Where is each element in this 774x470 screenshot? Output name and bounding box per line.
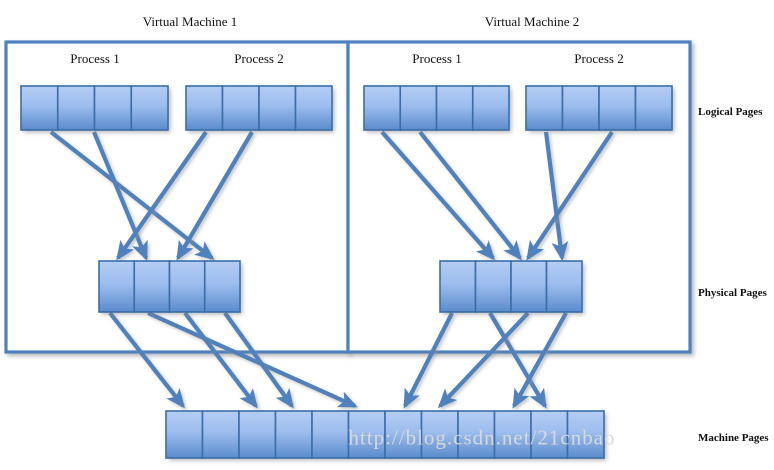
vm2-p2-logical-pages-cell-1[interactable] (525, 85, 564, 131)
vm2-physical-pages (439, 260, 583, 313)
vm1-physical-pages (98, 260, 241, 313)
logical-to-physical-arrows (49, 130, 614, 262)
machine-pages-cell-9[interactable] (457, 410, 496, 459)
vm2-p2-logical-pages (525, 85, 673, 131)
vm1-physical-pages-cell-2[interactable] (133, 260, 171, 313)
vm2-p1-logical-pages (363, 85, 510, 131)
side-label-machine-pages: Machine Pages (698, 432, 769, 444)
vm1-p1-logical-pages (20, 85, 169, 131)
mapping-arrow-physical-machine-8 (512, 311, 568, 409)
vm1-p1-logical-pages-cell-1[interactable] (20, 85, 59, 131)
vm2-p1-logical-pages-cell-2[interactable] (399, 85, 438, 131)
mapping-arrow-physical-machine-5 (403, 312, 454, 409)
process-title-1: Process 1 (70, 51, 120, 66)
vm2-p2-logical-pages-cell-4[interactable] (634, 85, 673, 131)
mapping-arrow-logical-physical-6 (418, 130, 522, 261)
vm1-p1-logical-pages-cell-4[interactable] (130, 85, 169, 131)
vm1-p2-logical-pages (185, 85, 333, 131)
process-title-2: Process 2 (234, 51, 284, 66)
process-title-4: Process 2 (574, 51, 624, 66)
vm2-physical-pages-cell-1[interactable] (439, 260, 477, 313)
mapping-arrow-physical-machine-6 (488, 311, 547, 409)
vm1-p2-logical-pages-cell-1[interactable] (185, 85, 224, 131)
side-label-physical-pages: Physical Pages (698, 287, 767, 299)
vm-title-1: Virtual Machine 1 (142, 14, 238, 29)
physical-to-machine-arrows (108, 311, 568, 409)
vm1-physical-pages-cell-4[interactable] (203, 260, 241, 313)
machine-pages-cell-7[interactable] (384, 410, 423, 459)
mapping-arrow-logical-physical-1 (49, 130, 215, 260)
machine-pages-cell-6[interactable] (347, 410, 386, 459)
vm2-physical-pages-cell-3[interactable] (510, 260, 548, 313)
vm1-p1-logical-pages-cell-2[interactable] (56, 85, 96, 131)
vm1-p2-logical-pages-cell-3[interactable] (258, 85, 297, 131)
mapping-arrow-logical-physical-5 (380, 130, 496, 261)
mapping-arrow-physical-machine-7 (437, 311, 530, 409)
mapping-arrow-physical-machine-3 (183, 311, 258, 409)
vm1-physical-pages-cell-1[interactable] (98, 260, 136, 313)
machine-pages-cell-4[interactable] (274, 410, 313, 459)
vm2-p2-logical-pages-cell-2[interactable] (561, 85, 600, 131)
vm2-p1-logical-pages-cell-3[interactable] (435, 85, 474, 131)
machine-pages-cell-10[interactable] (493, 410, 532, 459)
vm1-p2-logical-pages-cell-4[interactable] (294, 85, 333, 131)
process-title-3: Process 1 (412, 51, 462, 66)
vm2-physical-pages-cell-2[interactable] (474, 260, 512, 313)
machine-pages-cell-5[interactable] (311, 410, 350, 459)
machine-pages (165, 410, 605, 459)
machine-pages-cell-11[interactable] (530, 410, 569, 459)
machine-pages-cell-1[interactable] (165, 410, 204, 459)
mapping-arrow-logical-physical-3 (116, 130, 208, 261)
vm2-p1-logical-pages-cell-4[interactable] (471, 85, 510, 131)
machine-pages-cell-8[interactable] (420, 410, 459, 459)
mapping-arrow-logical-physical-4 (176, 130, 254, 261)
vm-title-2: Virtual Machine 2 (484, 14, 580, 29)
mapping-arrow-physical-machine-4 (223, 311, 294, 409)
vm1-p1-logical-pages-cell-3[interactable] (93, 85, 133, 131)
mapping-arrow-physical-machine-1 (108, 311, 185, 409)
side-label-logical-pages: Logical Pages (698, 106, 763, 118)
mapping-arrow-physical-machine-2 (147, 311, 358, 408)
machine-pages-cell-2[interactable] (201, 410, 240, 459)
mapping-arrow-logical-physical-7 (543, 131, 569, 262)
machine-pages-cell-12[interactable] (566, 410, 605, 459)
mapping-arrow-logical-physical-8 (526, 130, 614, 261)
machine-pages-cell-3[interactable] (238, 410, 277, 459)
vm2-p2-logical-pages-cell-3[interactable] (598, 85, 637, 131)
page-row-group (20, 85, 673, 459)
vm1-p2-logical-pages-cell-2[interactable] (221, 85, 260, 131)
mapping-arrow-logical-physical-2 (92, 131, 148, 261)
vm2-p1-logical-pages-cell-1[interactable] (363, 85, 402, 131)
vm2-physical-pages-cell-4[interactable] (545, 260, 583, 313)
vm1-physical-pages-cell-3[interactable] (168, 260, 206, 313)
